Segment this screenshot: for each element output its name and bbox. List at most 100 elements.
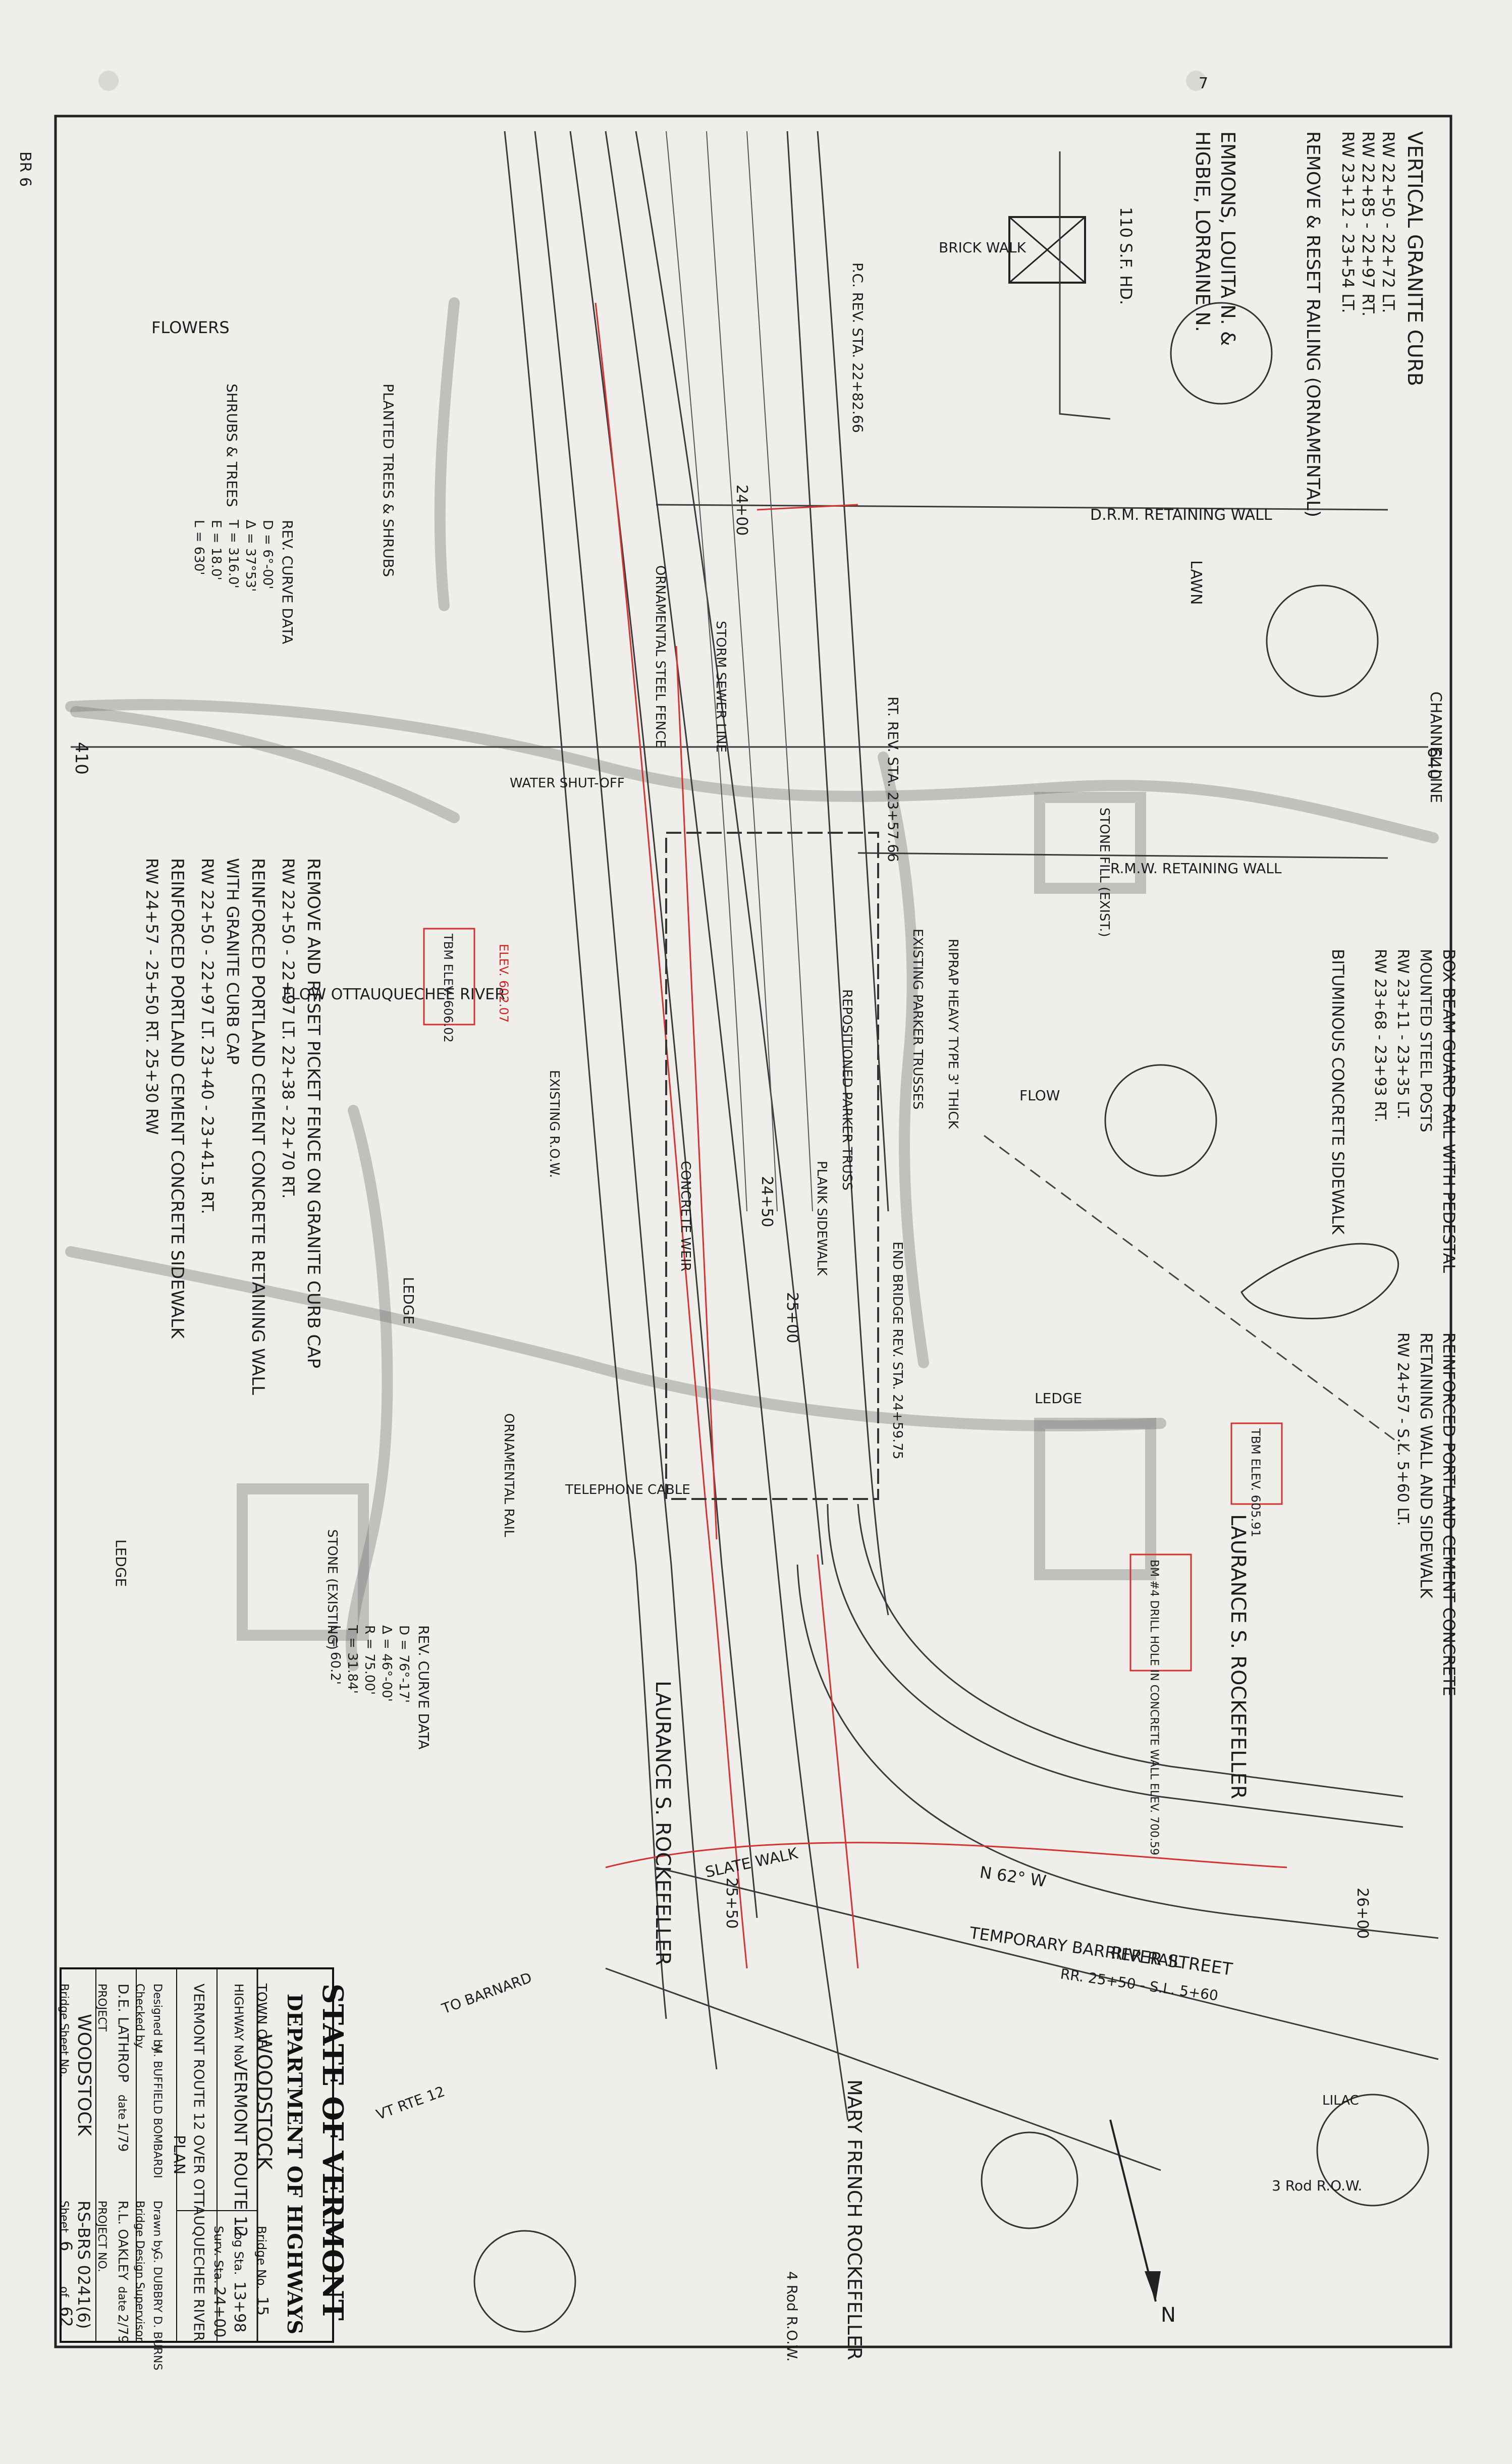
right-note-4: RW 23+68 - 23+93 RT. xyxy=(1371,949,1389,1122)
surv-sta-value: 24+00 xyxy=(210,2286,228,2337)
highway-value: VERMONT ROUTE 12 xyxy=(230,2059,250,2237)
brick-walk-box xyxy=(1008,216,1086,284)
three-rod-row: 3 Rod R.O.W. xyxy=(1272,2177,1362,2194)
right-note-1: BOX BEAM GUARD RAIL WITH PEDESTAL xyxy=(1439,949,1459,1273)
curve-left-6: L = 630' xyxy=(191,520,206,575)
tbm-right-label: TBM ELEV. 605.91 xyxy=(1249,1428,1263,1537)
description: VERMONT ROUTE 12 OVER OTTAUQUECHEE RIVER xyxy=(191,1984,207,2341)
tree-survey-circles xyxy=(473,302,1429,2333)
agency-line-1: STATE OF VERMONT xyxy=(316,1984,349,2321)
highway-label: HIGHWAY No. xyxy=(232,1984,246,2065)
center-note-1: EXISTING PARKER TRUSSES xyxy=(910,929,925,1109)
center-note-3: PLANK SIDEWALK xyxy=(814,1161,829,1276)
right-note-7: RETAINING WALL AND SIDEWALK xyxy=(1417,1332,1436,1599)
shrubs-trees-label: SHRUBS & TREES xyxy=(224,384,240,507)
drm-retaining-wall-label: D.R.M. RETAINING WALL xyxy=(1090,506,1272,524)
supervisor-value: R.L. OAKLEY xyxy=(115,2201,130,2280)
agency-line-2: DEPARTMENT OF HIGHWAYS xyxy=(283,1994,306,2334)
right-note-3: RW 23+11 - 23+35 LT. xyxy=(1394,949,1412,1119)
vertical-granite-curb: VERTICAL GRANITE CURB xyxy=(1403,131,1426,386)
flow-label: FLOW xyxy=(1019,1087,1060,1104)
curve-left-1: REV. CURVE DATA xyxy=(279,520,296,644)
left-note-4: WITH GRANITE CURB CAP xyxy=(223,858,242,1064)
curve-left-2: D = 6°-00' xyxy=(260,520,275,590)
ledge-right: LEDGE xyxy=(1035,1390,1082,1407)
log-sta-value: 13+98 xyxy=(231,2281,248,2332)
sewer-line xyxy=(984,1135,1414,1455)
supervisor-date: 2/79 xyxy=(115,2314,130,2343)
rockefeller-right-label: LAURANCE S. ROCKEFELLER xyxy=(1226,1514,1250,1799)
punch-hole xyxy=(1186,71,1206,91)
tbm-label: TBM ELEV. 606.02 xyxy=(441,933,455,1043)
left-note-5: RW 22+50 - 22+97 LT. 23+40 - 23+41.5 RT. xyxy=(198,858,217,1214)
sheet-no-value: 6 xyxy=(57,2241,76,2251)
town-label: TOWN OF xyxy=(254,1983,269,2047)
roadway-alignment xyxy=(504,131,1439,2171)
planted-trees-label: PLANTED TREES & SHRUBS xyxy=(380,384,397,577)
curve-data-lower: REV. CURVE DATA D = 76°-17' Δ = 46°-00' … xyxy=(328,1625,432,1749)
bm-box xyxy=(1129,1554,1192,1672)
owner-line-1: EMMONS, LOUITA N. & xyxy=(1217,131,1239,346)
sheet-total-value: 62 xyxy=(57,2307,76,2327)
drawn-by-label: Drawn by xyxy=(151,2201,164,2254)
flowers-label: FLOWERS xyxy=(151,318,230,337)
log-sta-label: Log Sta. xyxy=(232,2226,246,2275)
designed-by-value: M. BUFFIELD BOMBARDI xyxy=(151,2044,164,2178)
flow-river-label: FLOW OTTAUQUECHEE RIVER xyxy=(283,986,505,1003)
curb-line-2: RW 22+85 - 22+97 RT. xyxy=(1359,131,1378,316)
curve-lower-5: T = 31.84' xyxy=(345,1625,360,1694)
curve-data-left: REV. CURVE DATA D = 6°-00' Δ = 37°53' T … xyxy=(191,519,296,644)
town-value: WOODSTOCK xyxy=(252,2034,276,2171)
bridge-no-value: 15 xyxy=(253,2296,271,2316)
tbm-red-label: ELEV. 602.07 xyxy=(497,944,511,1023)
designed-by-label: Designed by xyxy=(151,1984,164,2053)
right-notes: BOX BEAM GUARD RAIL WITH PEDESTAL MOUNTE… xyxy=(1328,949,1459,1696)
checked-by-label: Checked by xyxy=(133,1984,146,2048)
north-label: N xyxy=(1161,2304,1176,2327)
project-no-value: RS-BRS 0241(6) xyxy=(74,2201,93,2329)
existing-row-label: EXISTING R.O.W. xyxy=(547,1070,562,1178)
center-note-4: RIPRAP HEAVY TYPE 3' THICK xyxy=(945,939,960,1130)
corner-mark: 7 xyxy=(1199,75,1208,92)
station-2450: 24+50 xyxy=(758,1176,776,1227)
storm-sewer-label: STORM SEWER LINE xyxy=(713,621,728,753)
left-note-2: RW 22+50 - 22+97 LT. 22+38 - 22+70 RT. xyxy=(279,858,298,1199)
left-notes: REMOVE AND RESET PICKET FENCE ON GRANITE… xyxy=(142,858,323,1395)
curve-left-3: Δ = 37°53' xyxy=(243,520,258,592)
rockefeller-lower-label: LAURANCE S. ROCKEFELLER xyxy=(651,1681,674,1966)
project-label: PROJECT xyxy=(95,1984,108,2032)
station-2400: 24+00 xyxy=(733,485,750,535)
curve-lower-2: D = 76°-17' xyxy=(396,1625,411,1703)
station-640: 640 xyxy=(1424,747,1444,780)
lawn-label: LAWN xyxy=(1187,560,1205,605)
top-right-notes: VERTICAL GRANITE CURB RW 22+50 - 22+72 L… xyxy=(1116,131,1426,517)
lilac-label: LILAC xyxy=(1322,2093,1359,2108)
station-2550: 25+50 xyxy=(723,1878,740,1929)
tbm-right-box xyxy=(1230,1422,1283,1505)
curve-lower-6: L = 60.2' xyxy=(328,1625,343,1685)
right-note-8: RW 24+57 - S.L. 5+60 LT. xyxy=(1394,1332,1412,1526)
bm-label: BM #4 DRILL HOLE IN CONCRETE WALL ELEV. … xyxy=(1148,1560,1160,1855)
left-note-3: REINFORCED PORTLAND CEMENT CONCRETE RETA… xyxy=(248,858,268,1395)
date-label-2: date xyxy=(116,2286,128,2312)
punch-hole xyxy=(98,71,119,91)
left-note-7: RW 24+57 - 25+50 RT. 25+30 RW xyxy=(142,858,161,1135)
stone-existing-label: STONE (EXISTING) xyxy=(325,1529,340,1650)
stone-fill-label: STONE FILL (EXIST.) xyxy=(1097,808,1112,937)
title-block: STATE OF VERMONT DEPARTMENT OF HIGHWAYS … xyxy=(57,1967,349,2370)
project-value: WOODSTOCK xyxy=(74,2014,94,2136)
drawn-by-value: G. DUBBRY D. BURNS xyxy=(151,2251,164,2370)
project-no-label: PROJECT NO. xyxy=(95,2201,108,2272)
fence-line xyxy=(1059,151,1111,420)
checked-date: 1/79 xyxy=(115,2122,130,2152)
right-note-5: BITUMINOUS CONCRETE SIDEWALK xyxy=(1328,949,1347,1235)
remove-reset-railing: REMOVE & RESET RAILING (ORNAMENTAL) xyxy=(1303,131,1323,517)
surv-sta-label: Surv. Sta. xyxy=(211,2226,226,2284)
curve-lower-4: R = 75.00' xyxy=(362,1625,377,1695)
rmw-retaining-wall-label: R.M.W. RETAINING WALL xyxy=(1110,860,1282,877)
ledge-left: LEDGE xyxy=(113,1539,129,1587)
curve-lower-3: Δ = 46°-00' xyxy=(379,1625,394,1702)
bridge-no-label: Bridge No. xyxy=(254,2226,268,2289)
drm-retaining-wall xyxy=(656,504,1388,511)
